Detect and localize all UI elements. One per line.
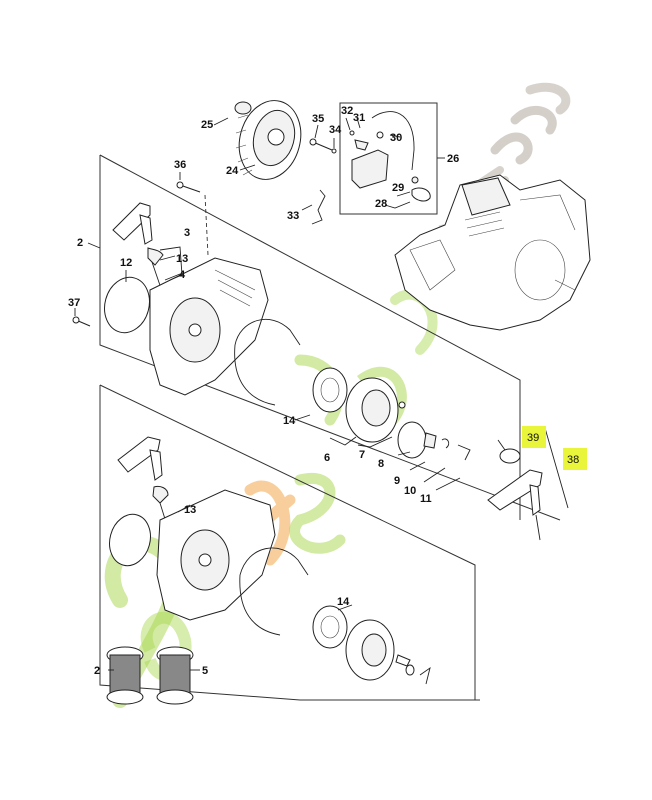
label-13-lower: 13	[184, 504, 196, 516]
label-34: 34	[329, 124, 342, 136]
label-14: 14	[283, 415, 296, 427]
label-3: 3	[184, 227, 190, 239]
label-2: 2	[77, 237, 83, 249]
highlight-38	[563, 448, 587, 470]
label-6: 6	[324, 452, 330, 464]
ignition-module-part[interactable]	[349, 111, 431, 202]
label-9: 9	[394, 475, 400, 487]
label-39: 39	[527, 432, 539, 444]
label-24: 24	[226, 165, 239, 177]
flywheel-part[interactable]	[231, 94, 310, 187]
rope-spool-2[interactable]	[106, 646, 144, 705]
label-29: 29	[392, 182, 404, 194]
plate-lower[interactable]	[104, 510, 156, 571]
leader-lines	[74, 117, 506, 671]
label-37: 37	[68, 297, 80, 309]
label-14-lower: 14	[337, 596, 350, 608]
upper-assembly-frame-left	[99, 155, 561, 521]
label-26: 26	[447, 153, 459, 165]
rewind-spring-14[interactable]	[312, 367, 348, 413]
label-8: 8	[378, 458, 384, 470]
label-30: 30	[390, 132, 402, 144]
rope-pulley-lower[interactable]	[345, 619, 395, 681]
engine-block	[394, 174, 591, 331]
label-10: 10	[404, 485, 416, 497]
screw-7[interactable]	[398, 401, 406, 409]
label-35: 35	[312, 113, 324, 125]
label-36: 36	[174, 159, 186, 171]
shroud-upper	[234, 318, 301, 406]
grip-kit-bracket	[544, 427, 569, 509]
label-25: 25	[201, 119, 213, 131]
ignition-module-frame	[339, 102, 438, 215]
plate-12[interactable]	[99, 272, 156, 337]
lower-small-parts[interactable]	[395, 654, 431, 685]
rope-spool-5[interactable]	[156, 646, 194, 705]
label-12: 12	[120, 257, 132, 269]
label-4: 4	[179, 269, 186, 281]
label-2-spool: 2	[94, 665, 100, 677]
bolt-35[interactable]	[309, 138, 337, 154]
bolt-36[interactable]	[176, 181, 201, 193]
lower-assembly-frame-left	[99, 385, 480, 701]
shroud-lower	[239, 547, 309, 636]
fan-housing-lower[interactable]	[156, 489, 276, 621]
starter-grip-kit[interactable]	[487, 448, 543, 541]
bolt-37[interactable]	[72, 316, 91, 327]
highlight-39	[522, 426, 546, 448]
upper-assembly-frame-right	[99, 154, 521, 520]
label-11: 11	[420, 493, 432, 505]
ratchet-8[interactable]	[397, 421, 471, 461]
clip-33[interactable]	[311, 189, 326, 225]
label-32: 32	[341, 105, 353, 117]
label-13: 13	[176, 253, 188, 265]
rope-pulley-6[interactable]	[345, 377, 399, 443]
label-38: 38	[567, 454, 579, 466]
lower-assembly-frame-right	[99, 384, 476, 700]
fan-housing-upper[interactable]	[149, 257, 269, 396]
highlighted-part-labels: 39 38	[522, 426, 587, 470]
label-33: 33	[287, 210, 299, 222]
rewind-spring-14-lower[interactable]	[312, 605, 348, 649]
label-7: 7	[359, 449, 365, 461]
part-labels: 25 24 35 34 32 31 30 26 29 28 33 36 2 3 …	[68, 105, 459, 677]
label-28: 28	[375, 198, 387, 210]
label-31: 31	[353, 112, 365, 124]
starter-grip-upper[interactable]	[112, 202, 166, 301]
label-5: 5	[202, 665, 208, 677]
